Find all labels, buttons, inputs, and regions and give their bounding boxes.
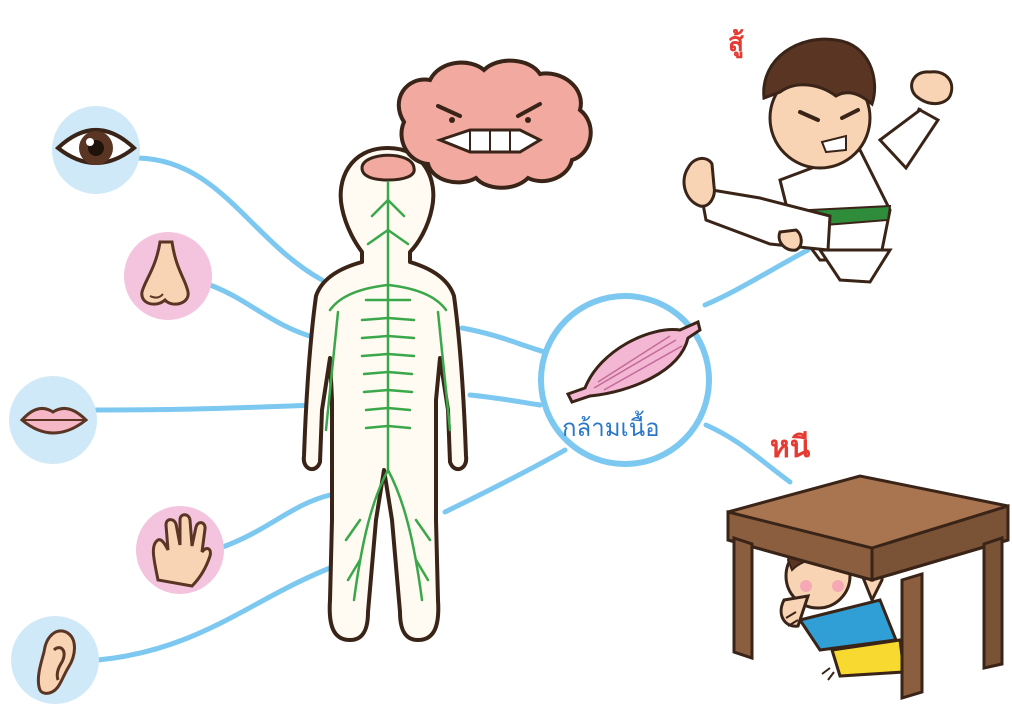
nose-connector: [210, 285, 316, 338]
sense-circles: [9, 106, 224, 704]
muscle-fight-line: [705, 250, 808, 305]
brain-icon: [399, 61, 591, 188]
fighting-boy-illustration: [684, 39, 952, 282]
muscle-label: กล้ามเนื้อ: [562, 408, 660, 447]
fight-label: สู้: [728, 22, 744, 63]
sense-connectors: [95, 158, 330, 660]
hand-connector: [220, 495, 330, 548]
body-muscle-line-1: [462, 328, 545, 352]
hiding-child-illustration: [728, 476, 1008, 698]
body-muscle-line-2: [470, 395, 540, 405]
flee-label: หนี: [770, 424, 810, 471]
mouth-connector: [95, 405, 316, 410]
ear-connector: [98, 568, 330, 660]
